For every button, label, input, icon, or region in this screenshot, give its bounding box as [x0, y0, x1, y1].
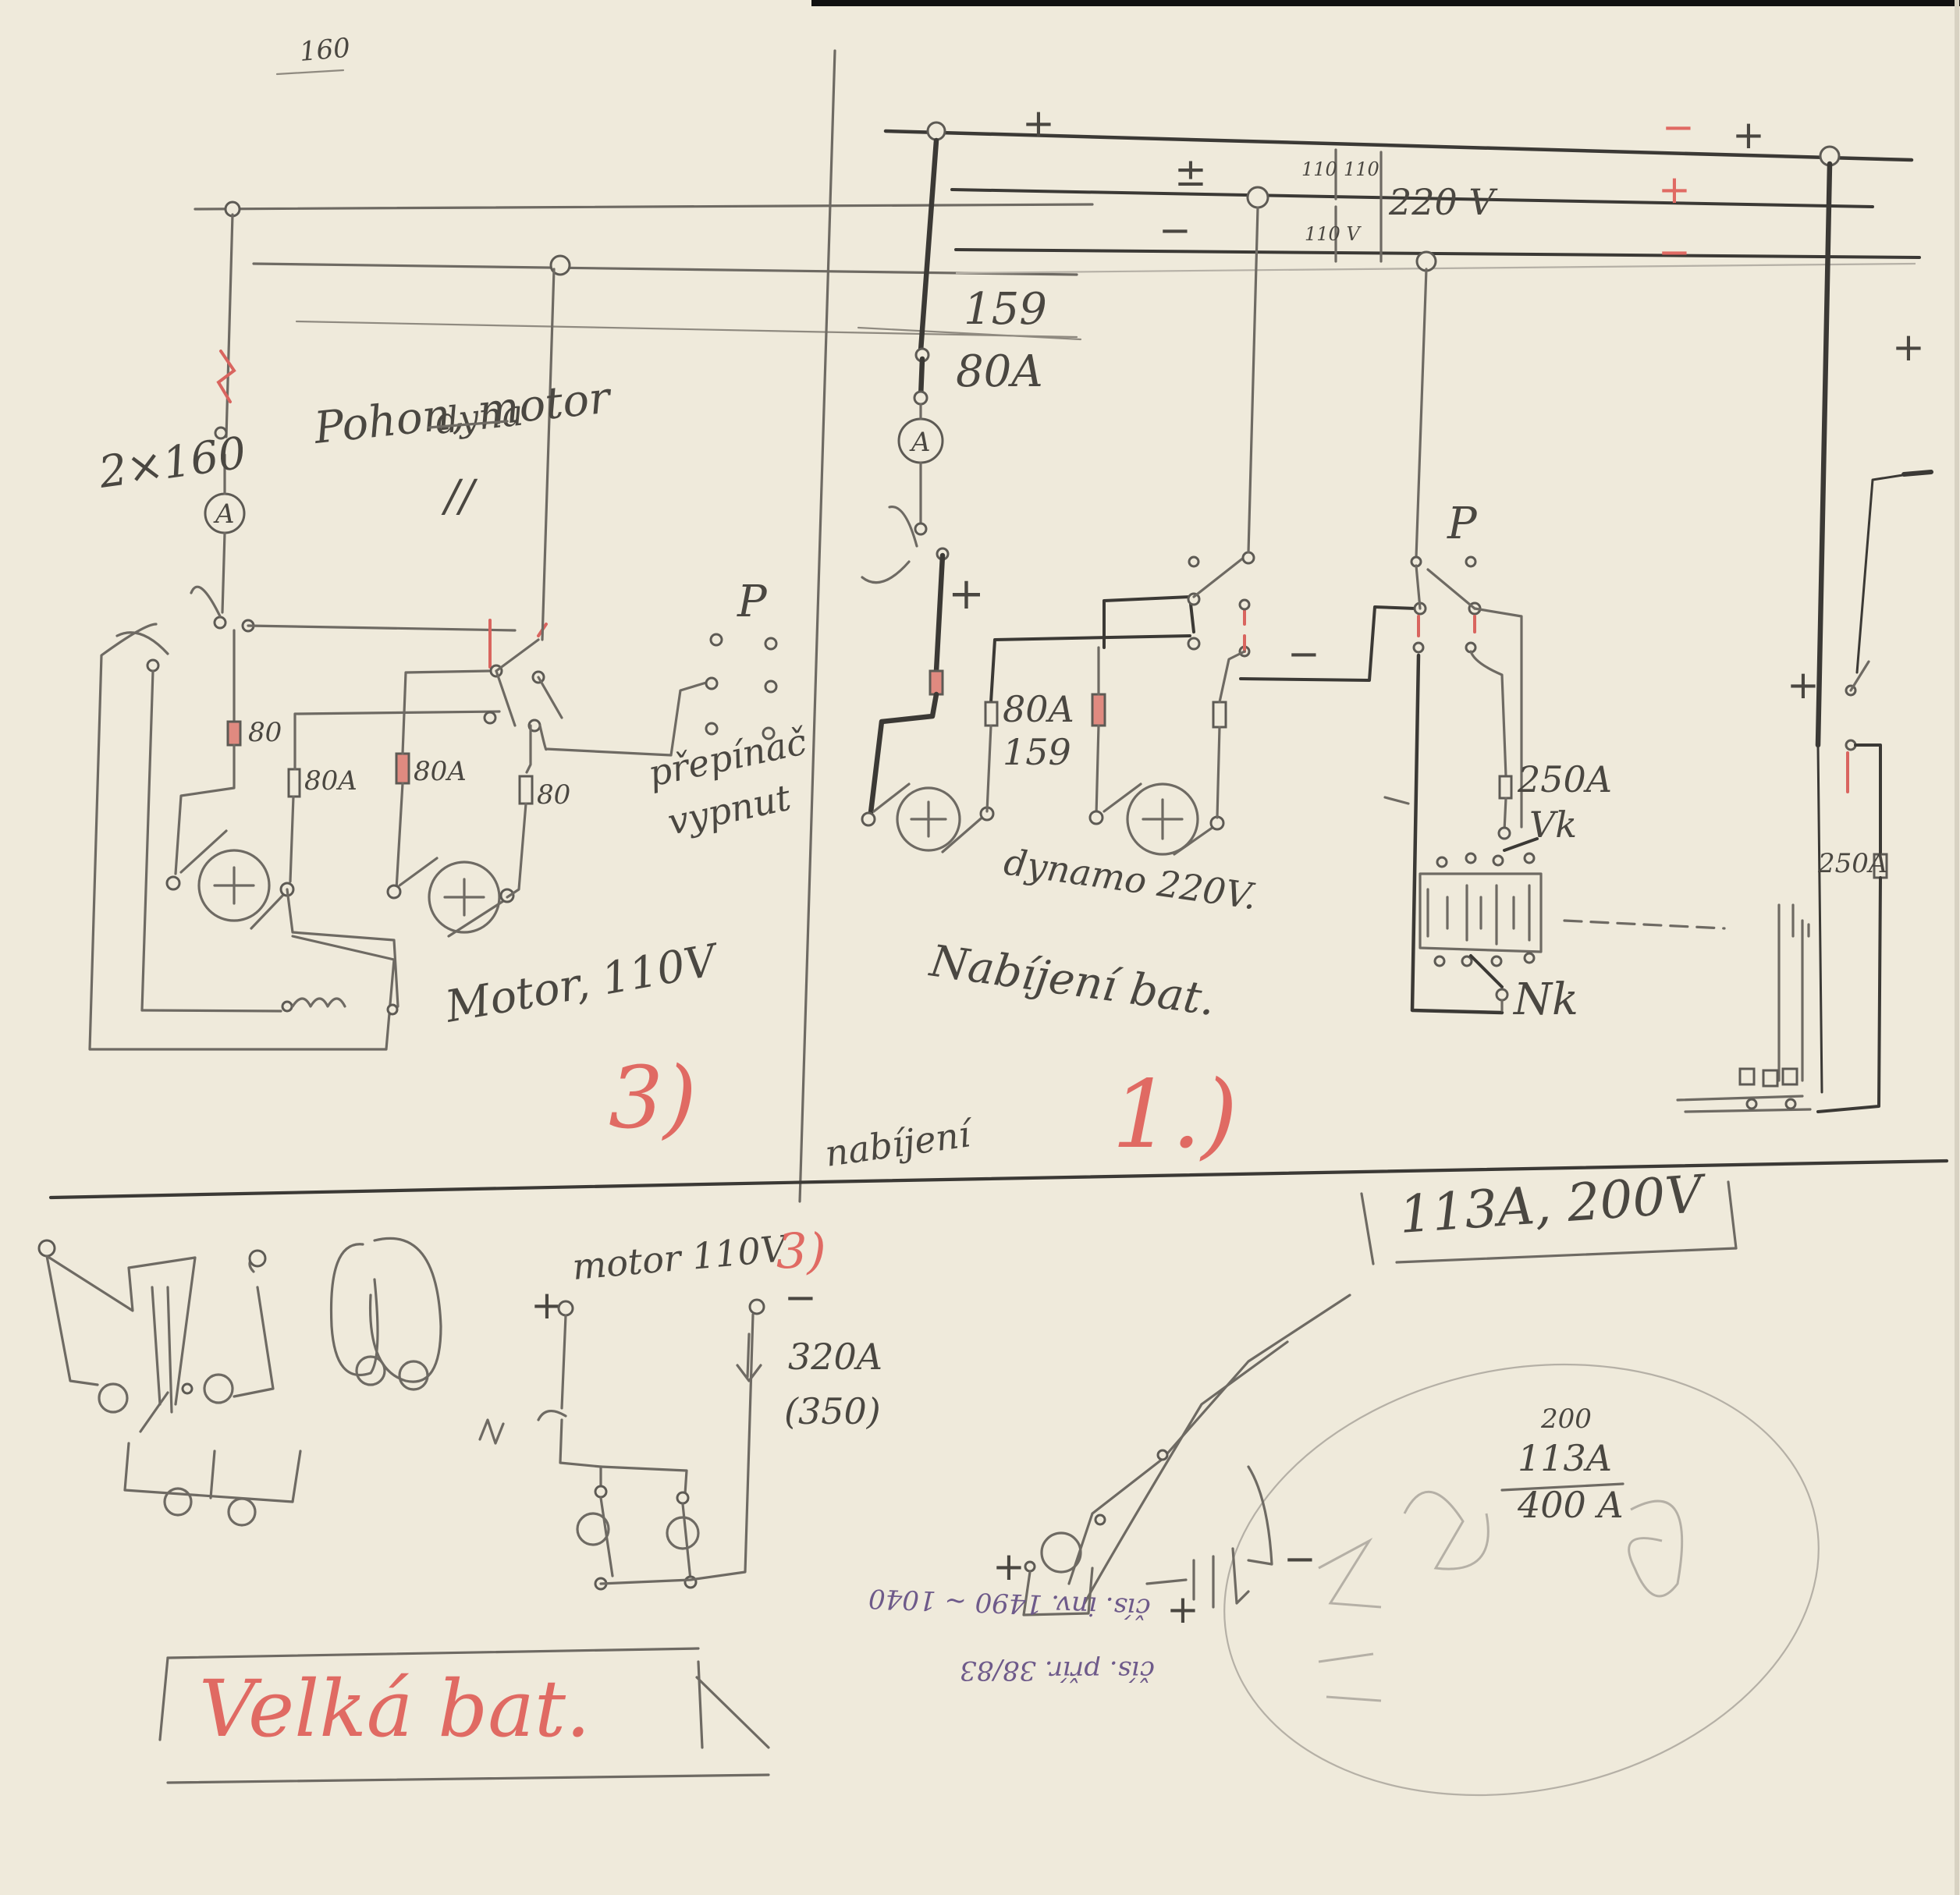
diagram-3-motor-drive: A 80 80A 80A — [88, 32, 1094, 1148]
fuse-80a-red — [395, 752, 410, 785]
small-motor-number: 3) — [776, 1223, 826, 1279]
nk-label: Nk — [1512, 974, 1578, 1025]
note-plus-2: + — [1166, 1587, 1199, 1632]
current-alt-label: (350) — [784, 1390, 881, 1432]
plus-far-right: + — [1892, 325, 1925, 370]
bus-node — [549, 254, 571, 276]
fuse-red — [1091, 693, 1106, 727]
bus-mid-plus: + — [1658, 167, 1691, 212]
bus-minus: − — [1159, 208, 1191, 253]
horizontal-divider — [48, 1159, 1949, 1200]
stamp-ellipse — [1223, 1363, 1820, 1797]
ammeter-label: A — [213, 499, 235, 530]
battery-cell-icon — [896, 786, 961, 852]
big-battery-text: Velká bat. — [199, 1663, 591, 1755]
vertical-divider — [798, 49, 836, 1203]
plus-right-2: + — [1787, 662, 1820, 708]
ammeter-label: A — [909, 427, 931, 458]
heading-mark: // — [441, 471, 478, 522]
v110-top-b: 110 — [1344, 158, 1379, 180]
fuse-80a-2-label: 80A — [414, 756, 467, 787]
diagram-1-number: 1.) — [1112, 1061, 1237, 1169]
switch-p-label: P — [737, 577, 768, 627]
heading-struck-word: dyna — [434, 391, 526, 442]
fuse-159-2-label: 159 — [1003, 731, 1071, 773]
small-plus: + — [531, 1283, 563, 1328]
fuse-80-right-label: 80 — [537, 779, 570, 811]
fraction-top: 200 — [1540, 1404, 1592, 1435]
fuse-80a-label: 80A — [304, 765, 357, 797]
v220-label: 220 V — [1388, 181, 1498, 223]
fuse-159-label: 159 — [964, 284, 1047, 335]
battery-cell-icon — [428, 861, 501, 934]
note-plus: + — [992, 1544, 1025, 1589]
minus-mid: − — [1287, 631, 1320, 676]
fuse-80-label: 80 — [248, 717, 282, 748]
battery-cell-icon — [197, 849, 271, 922]
bus-plus-left: + — [1022, 101, 1055, 146]
bus-minus-right: − — [1662, 105, 1695, 150]
bus-minus-red: − — [1658, 229, 1691, 275]
fuse-80a-2-label: 80A — [1003, 688, 1074, 730]
fuse-250a-label: 250A — [1517, 758, 1612, 800]
dynamo-icon — [1126, 782, 1199, 856]
notes-area: + + − čís. inv. 1490 ~ 1040 čís. přír. 3… — [868, 1293, 1820, 1797]
fuse-80 — [226, 720, 242, 747]
battery-block-icon — [1419, 852, 1543, 1012]
small-minus: − — [784, 1275, 817, 1320]
switch-p-right-label: P — [1447, 499, 1478, 549]
fuse-80a-label: 80A — [956, 346, 1043, 397]
fuse-80-right — [518, 775, 534, 805]
fraction-mid: 113A — [1518, 1437, 1612, 1479]
page-number: 160 — [298, 32, 351, 68]
bus-plus-right: + — [1732, 112, 1765, 158]
current-label: 320A — [788, 1336, 882, 1378]
big-battery-box: Velká bat. — [158, 1647, 770, 1784]
bus-mid-pm: ± — [1174, 150, 1207, 195]
mirrored-note-2: čís. přír. 38/83 — [960, 1655, 1155, 1686]
plus-left: + — [948, 569, 985, 619]
fuse-80a — [287, 768, 301, 798]
small-sketches — [37, 1237, 442, 1527]
diagram-3-number: 3) — [609, 1048, 697, 1148]
v110-top: 110 — [1301, 158, 1337, 180]
note-minus: − — [1284, 1536, 1316, 1581]
v110-bottom: 110 V — [1305, 223, 1362, 245]
fuse-250a-right-label: 250A — [1817, 848, 1887, 879]
fraction-bottom: 400 A — [1517, 1484, 1624, 1526]
